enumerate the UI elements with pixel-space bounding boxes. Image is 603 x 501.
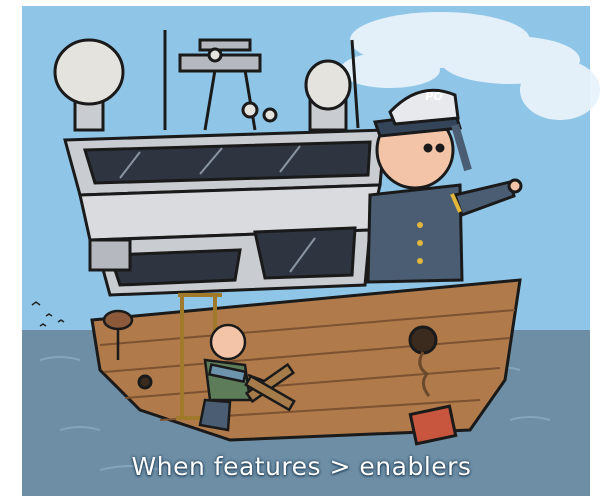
clouds [340, 12, 600, 120]
cap-badge-text: PO [425, 90, 443, 103]
ship-superstructure [53, 30, 387, 297]
planks-repair [244, 362, 296, 412]
antenna-icon [350, 39, 360, 129]
bow-lantern [102, 309, 134, 360]
radar-dome-icon [53, 38, 125, 106]
birds [31, 301, 65, 327]
plank-patch-icon [408, 404, 458, 446]
wooden-hull [90, 278, 522, 446]
radar-dome-icon [304, 59, 352, 111]
product-owner [366, 88, 523, 284]
rope [418, 351, 431, 397]
caption: When features > enablers [131, 452, 472, 481]
window-glints [119, 145, 316, 273]
cap-icon [388, 88, 460, 126]
tool [207, 363, 248, 384]
worker [198, 323, 276, 432]
porthole [408, 325, 438, 355]
